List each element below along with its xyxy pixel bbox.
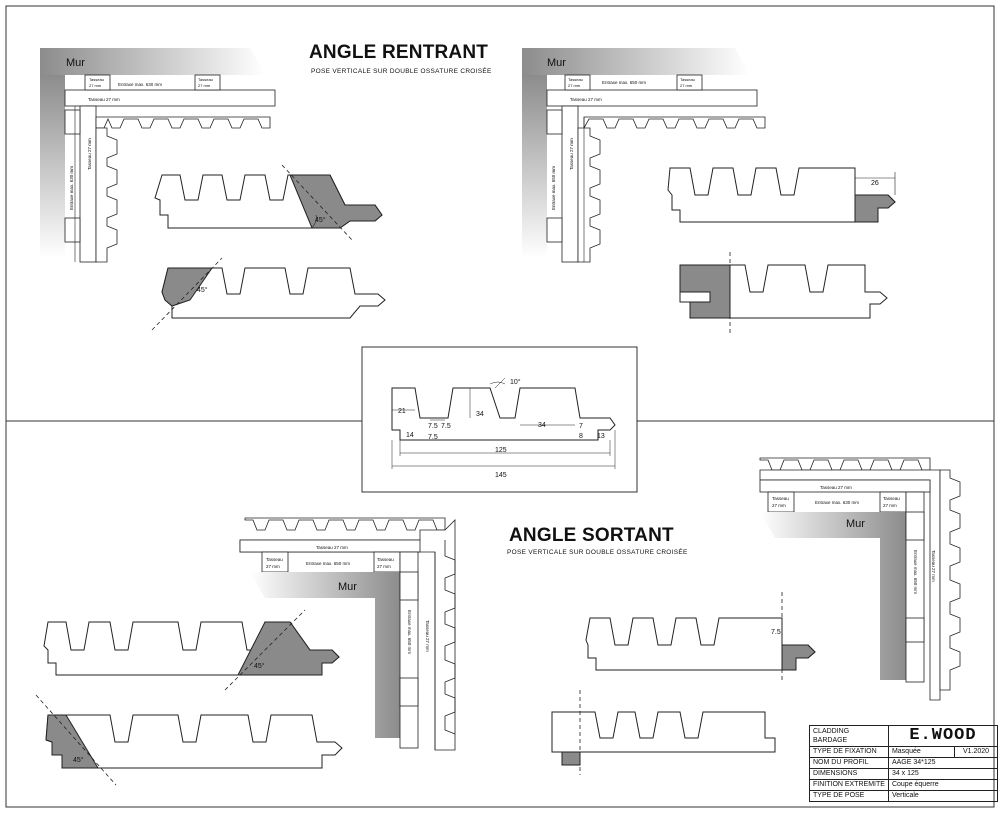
svg-text:125: 125: [495, 447, 507, 454]
profile-sortant-45-bottom: [35, 694, 343, 786]
svg-text:Tasseau: Tasseau: [198, 77, 213, 82]
subtitle-angle-sortant: POSE VERTICALE SUR DOUBLE OSSATURE CROIS…: [507, 549, 688, 556]
sheet-border: [5, 5, 995, 808]
tb-value: Coupe équerre: [887, 779, 999, 791]
svg-text:34: 34: [476, 411, 484, 418]
svg-text:7.5: 7.5: [771, 629, 781, 636]
tb-value: 34 x 125: [887, 768, 999, 780]
svg-text:Entraxe max. 630 mm: Entraxe max. 630 mm: [815, 500, 859, 505]
plan-sortant-right: [759, 457, 961, 701]
profile-square-bottom: [679, 252, 888, 335]
profile-sortant-square: [585, 592, 816, 682]
svg-text:Entraxe max. 650 mm: Entraxe max. 650 mm: [602, 80, 646, 85]
svg-text:Tasseau 27 mm: Tasseau 27 mm: [820, 485, 852, 490]
tb-value: Verticale: [887, 790, 999, 802]
svg-text:Tasseau 27 mm: Tasseau 27 mm: [931, 550, 936, 582]
svg-text:27 mm: 27 mm: [568, 83, 581, 88]
tb-label: NOM DU PROFIL: [809, 757, 889, 769]
svg-text:Tasseau 27 mm: Tasseau 27 mm: [88, 97, 120, 102]
brand-logo: E.WOOD: [887, 725, 999, 747]
svg-text:27 mm: 27 mm: [772, 503, 786, 508]
svg-text:7.5: 7.5: [441, 423, 451, 430]
svg-text:Entraxe max. 650 mm: Entraxe max. 650 mm: [306, 561, 350, 566]
svg-text:Tasseau: Tasseau: [883, 496, 900, 501]
svg-text:Tasseau: Tasseau: [377, 557, 394, 562]
svg-text:Tasseau: Tasseau: [680, 77, 695, 82]
svg-text:Entraxe max. 650 mm: Entraxe max. 650 mm: [551, 166, 556, 210]
svg-text:27 mm: 27 mm: [883, 503, 897, 508]
svg-text:Tasseau: Tasseau: [772, 496, 789, 501]
svg-text:14: 14: [406, 432, 414, 439]
profile-square-top: [667, 167, 896, 223]
profile-cut-45-bottom: [151, 257, 386, 331]
svg-text:Tasseau: Tasseau: [568, 77, 583, 82]
svg-text:8: 8: [579, 433, 583, 440]
svg-text:13: 13: [597, 433, 605, 440]
svg-text:Tasseau 27 mm: Tasseau 27 mm: [570, 97, 602, 102]
plan-rentrant-left: [40, 48, 276, 263]
svg-text:Entraxe max. 650 mm: Entraxe max. 650 mm: [913, 550, 918, 594]
svg-text:27 mm: 27 mm: [680, 83, 693, 88]
svg-text:27 mm: 27 mm: [198, 83, 211, 88]
svg-text:Entraxe max. 630 mm: Entraxe max. 630 mm: [118, 82, 162, 87]
svg-text:Tasseau 27 mm: Tasseau 27 mm: [87, 138, 92, 170]
svg-text:27 mm: 27 mm: [266, 564, 280, 569]
profile-section: [391, 377, 616, 469]
title-angle-rentrant: ANGLE RENTRANT: [309, 42, 489, 63]
svg-text:145: 145: [495, 472, 507, 479]
svg-text:26: 26: [871, 180, 879, 187]
svg-text:7.5: 7.5: [428, 423, 438, 430]
tb-label: TYPE DE FIXATION: [809, 746, 889, 758]
svg-text:Entraxe max. 650 mm: Entraxe max. 650 mm: [407, 610, 412, 654]
svg-text:Mur: Mur: [846, 518, 865, 530]
svg-text:7.5: 7.5: [428, 434, 438, 441]
svg-text:Tasseau 27 mm: Tasseau 27 mm: [316, 545, 348, 550]
svg-text:7: 7: [579, 423, 583, 430]
svg-text:21: 21: [398, 408, 406, 415]
tb-label: DIMENSIONS: [809, 768, 889, 780]
svg-text:45°: 45°: [73, 756, 84, 764]
svg-text:45°: 45°: [315, 216, 326, 224]
svg-text:Mur: Mur: [338, 581, 357, 593]
svg-text:Mur: Mur: [547, 57, 566, 69]
svg-text:45°: 45°: [254, 662, 265, 670]
svg-text:27 mm: 27 mm: [89, 83, 102, 88]
svg-text:Tasseau 27 mm: Tasseau 27 mm: [425, 620, 430, 652]
version: V1.2020: [954, 746, 998, 758]
svg-text:Tasseau: Tasseau: [266, 557, 283, 562]
tb-label: FINITION EXTREMITE: [809, 779, 889, 791]
svg-text:10°: 10°: [510, 378, 521, 386]
svg-text:Entraxe max. 630 mm: Entraxe max. 630 mm: [69, 166, 74, 210]
subtitle-angle-rentrant: POSE VERTICALE SUR DOUBLE OSSATURE CROIS…: [311, 68, 492, 75]
tb-label: TYPE DE POSE: [809, 790, 889, 802]
plan-rentrant-right: [522, 48, 766, 263]
wall-label: Mur: [66, 57, 85, 69]
profile-cut-45-top: [154, 164, 383, 241]
svg-text:Tasseau 27 mm: Tasseau 27 mm: [569, 138, 574, 170]
svg-text:34: 34: [538, 422, 546, 429]
svg-text:Tasseau: Tasseau: [89, 77, 104, 82]
profile-sortant-square-2: [551, 690, 776, 775]
tb-value: Masquée: [887, 746, 956, 758]
svg-text:45°: 45°: [197, 286, 208, 294]
svg-text:27 mm: 27 mm: [377, 564, 391, 569]
tb-value: AAGE 34*125: [887, 757, 999, 769]
profile-sortant-45-top: [43, 609, 340, 691]
title-angle-sortant: ANGLE SORTANT: [509, 525, 674, 546]
plan-sortant-left: [239, 517, 456, 751]
